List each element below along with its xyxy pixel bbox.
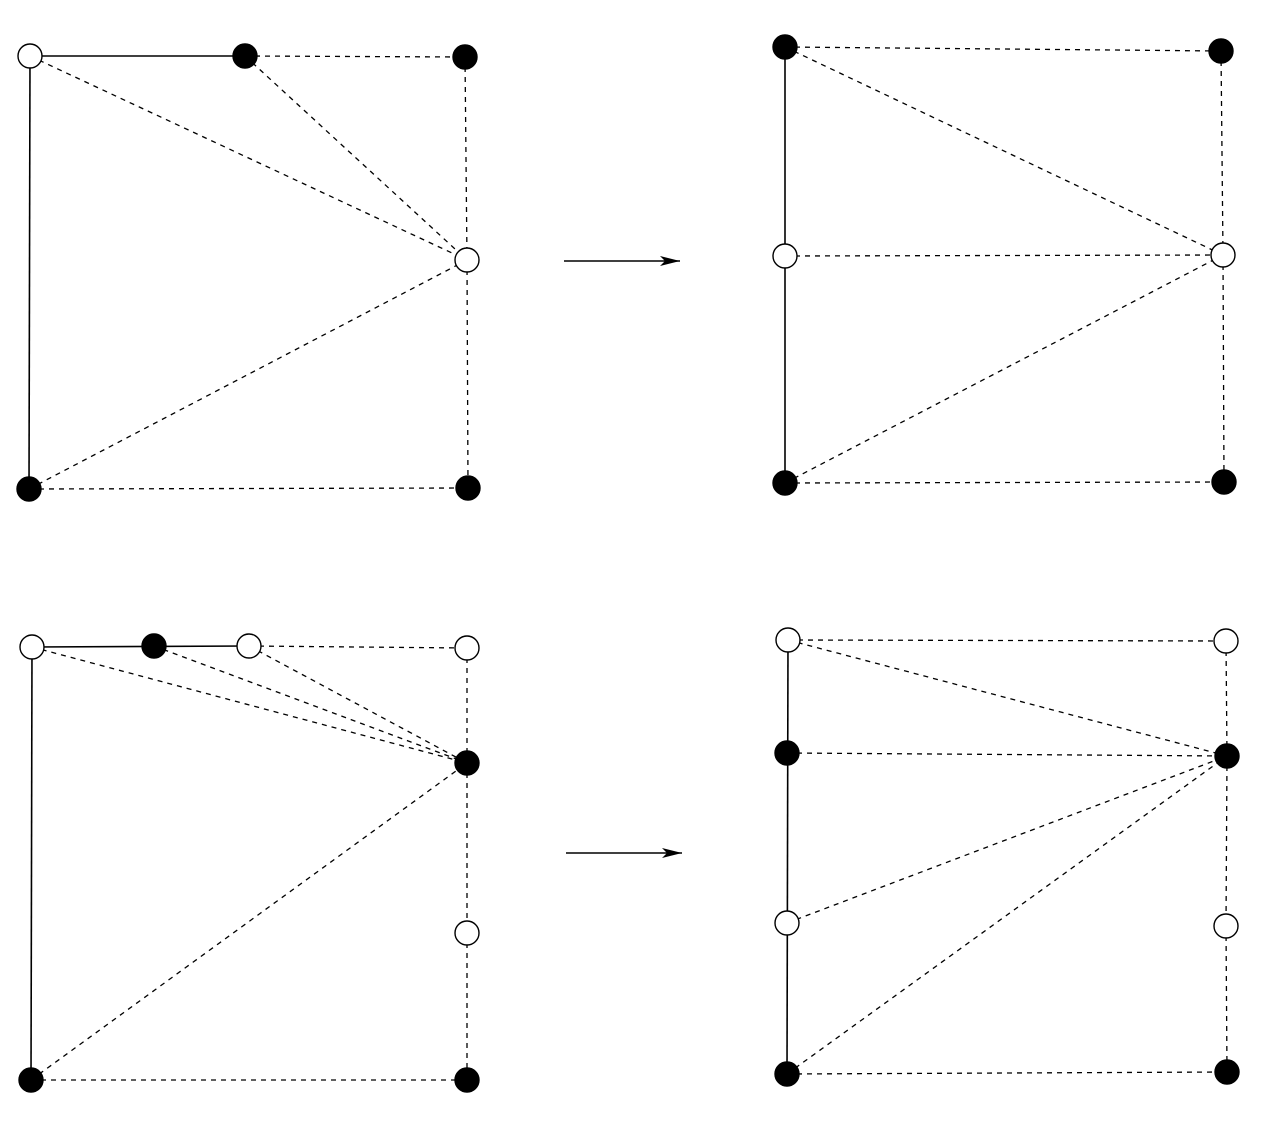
dashed-edge-e-d: [28, 259, 468, 490]
filled-node-h: [1214, 1059, 1240, 1085]
filled-node-g: [774, 1061, 800, 1087]
dashed-edge-g-h: [786, 1071, 1228, 1075]
dashed-edge-c-d: [786, 752, 1228, 757]
nodes: [774, 627, 1240, 1087]
filled-node-e: [772, 470, 798, 496]
open-node-d: [454, 635, 480, 661]
panel-bottom-left: [18, 633, 480, 1093]
panel-top-left: [16, 43, 481, 502]
dashed-edge-a-b: [787, 639, 1227, 642]
nodes: [18, 633, 480, 1093]
dashed-edge-a-d: [29, 55, 468, 261]
dashed-edge-d-f: [466, 259, 469, 489]
filled-node-b: [1208, 38, 1234, 64]
filled-node-c: [452, 44, 478, 70]
filled-node-e: [16, 476, 42, 502]
dashed-edge-d-f: [1222, 254, 1225, 483]
open-node-f: [1213, 913, 1239, 939]
dashed-edge-g-d: [786, 755, 1228, 1075]
filled-node-a: [772, 34, 798, 60]
open-node-f: [454, 920, 480, 946]
dashed-edge-d-f: [1225, 755, 1228, 927]
solid-edge-a-g: [786, 639, 789, 1075]
dashed-edge-e-f: [28, 487, 469, 490]
panel-bottom-right: [774, 627, 1240, 1087]
dashed-edge-b-e: [153, 645, 468, 764]
dashed-edge-c-d: [464, 56, 468, 261]
dashed-edge-b-d: [244, 55, 468, 261]
solid-edge-a-c: [31, 645, 250, 648]
open-node-c: [236, 633, 262, 659]
filled-node-d: [1214, 743, 1240, 769]
dashed-edge-f-h: [1225, 925, 1228, 1073]
transformation-arrows: [564, 256, 682, 858]
panel-top-right: [772, 34, 1237, 496]
open-node-b: [1213, 628, 1239, 654]
edges: [28, 55, 469, 490]
open-node-e: [774, 910, 800, 936]
filled-node-e: [454, 750, 480, 776]
edges: [786, 639, 1228, 1075]
open-node-d: [1210, 242, 1236, 268]
open-node-c: [772, 243, 798, 269]
dashed-edge-c-d: [784, 254, 1224, 257]
filled-node-b: [232, 43, 258, 69]
open-node-a: [19, 634, 45, 660]
dashed-edge-b-d: [1220, 50, 1224, 256]
edges: [30, 645, 468, 1081]
nodes: [16, 43, 481, 502]
filled-node-f: [1211, 469, 1237, 495]
filled-node-f: [455, 475, 481, 501]
dashed-edge-a-d: [787, 639, 1228, 757]
dashed-edge-b-d: [1225, 640, 1228, 757]
filled-node-b: [141, 633, 167, 659]
dashed-edge-a-e: [31, 646, 468, 764]
dashed-edge-a-b: [784, 46, 1222, 52]
open-node-a: [775, 627, 801, 653]
nodes: [772, 34, 1237, 496]
solid-edge-a-e: [28, 55, 31, 490]
dashed-edge-g-e: [30, 762, 468, 1081]
dashed-edge-e-d: [784, 254, 1224, 484]
filled-node-g: [18, 1067, 44, 1093]
edges: [784, 46, 1225, 484]
dashed-edge-c-e: [248, 645, 468, 764]
open-node-a: [17, 43, 43, 69]
dashed-edge-a-d: [784, 46, 1224, 256]
dashed-edge-e-f: [784, 481, 1225, 484]
dashed-edge-c-d: [248, 645, 468, 649]
dashed-edge-b-c: [244, 55, 466, 58]
filled-node-h: [454, 1067, 480, 1093]
dashed-edge-e-d: [786, 755, 1228, 924]
solid-edge-a-g: [30, 646, 33, 1081]
filled-node-c: [774, 740, 800, 766]
open-node-d: [454, 247, 480, 273]
